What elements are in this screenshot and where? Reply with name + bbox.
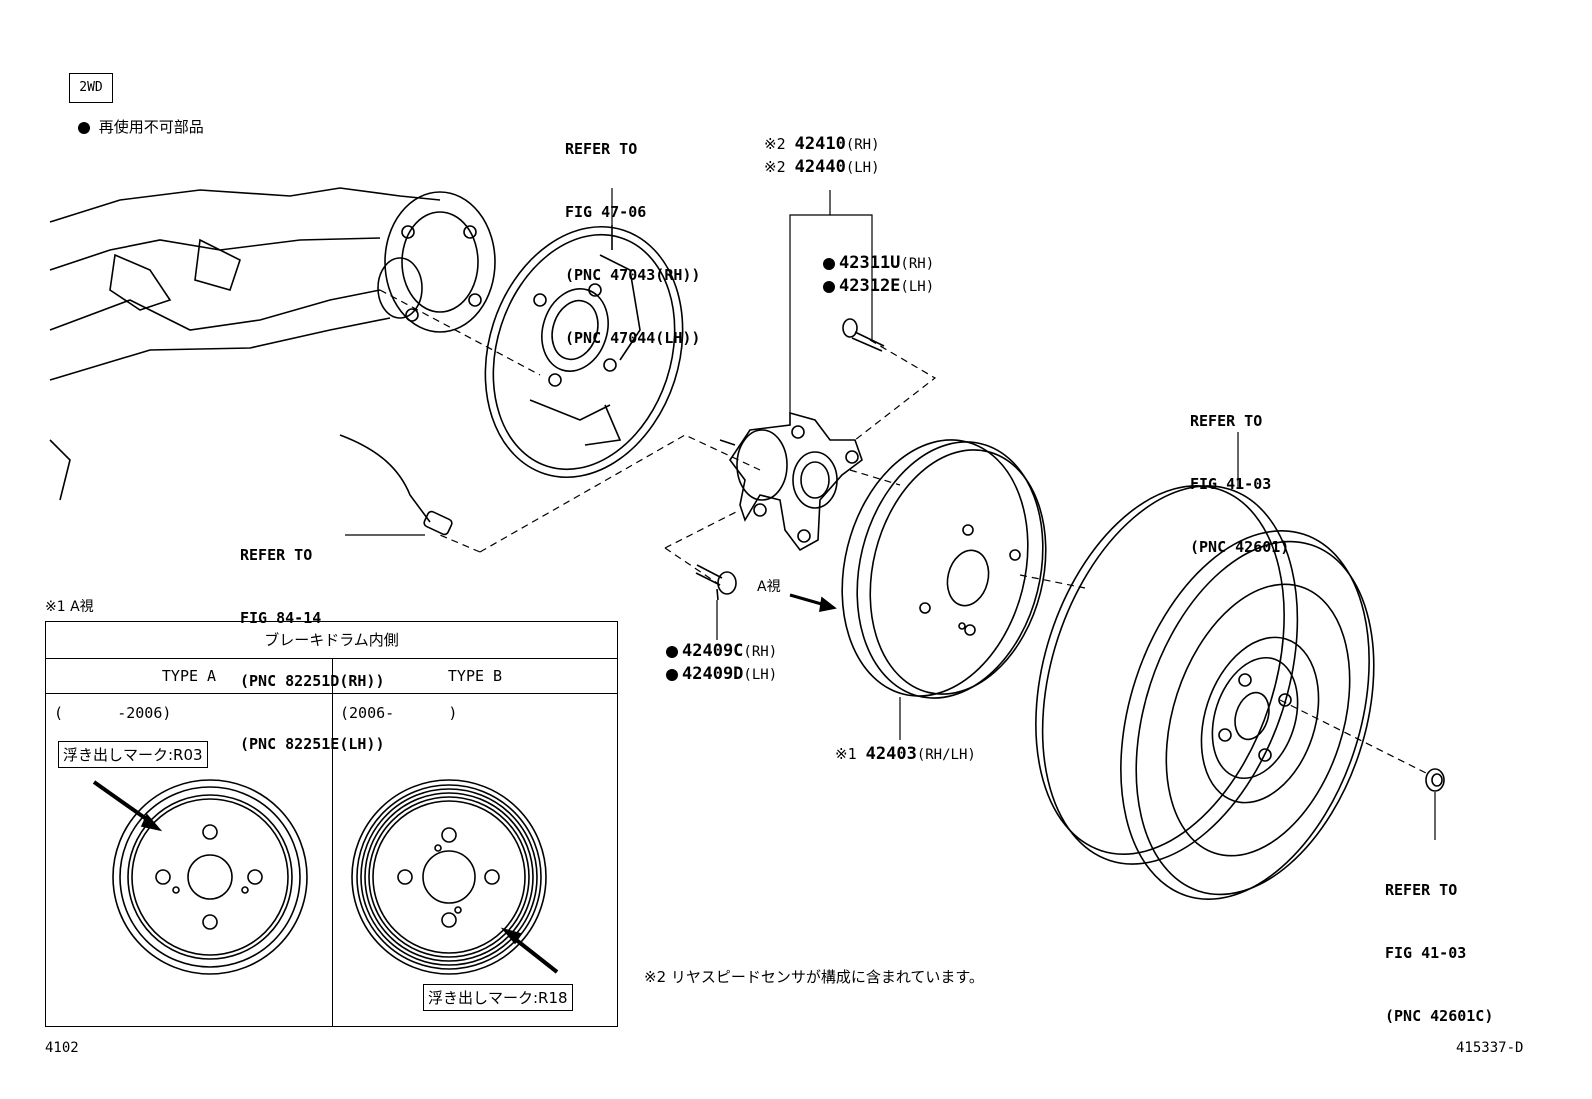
hub-bolt — [842, 318, 885, 352]
part-side: (LH) — [900, 279, 935, 295]
drive-type-tag: 2WD — [69, 73, 113, 103]
part-number: 42440 — [794, 157, 846, 177]
ref-line: FIG 47-06 — [565, 203, 647, 221]
rear-axle-hub — [719, 411, 863, 552]
part-prefix: ※2 — [764, 158, 786, 176]
ref-line: (PNC 47044(LH)) — [565, 329, 701, 347]
ref-line: REFER TO — [240, 546, 313, 564]
ref-line: (PNC 47043(RH)) — [565, 266, 701, 284]
ref-wheel-nut[interactable]: REFER TO FIG 41-03 (PNC 42601C) — [1385, 838, 1493, 1048]
part-number: 42312E — [839, 276, 901, 296]
type-b-header: TYPE B — [332, 658, 618, 694]
page-code-left: 4102 — [45, 1040, 79, 1056]
ref-line: FIG 41-03 — [1190, 475, 1272, 493]
type-b-cell — [332, 693, 618, 1027]
part-bolt-rh[interactable]: 42311U(RH) — [823, 253, 934, 275]
part-prefix: ※2 — [764, 135, 786, 153]
type-a-period: ( -2006) — [54, 704, 172, 722]
illustration-id: 415337-D — [1456, 1040, 1524, 1056]
part-bolt-lh[interactable]: 42312E(LH) — [823, 276, 934, 298]
type-a-header: TYPE A — [45, 658, 333, 694]
part-screw-lh[interactable]: 42409D(LH) — [666, 664, 777, 686]
part-number: 42410 — [794, 134, 846, 154]
type-a-mark-label: 浮き出しマーク:R03 — [58, 741, 208, 768]
non-reusable-dot-icon — [666, 668, 678, 681]
type-b-mark-label: 浮き出しマーク:R18 — [423, 984, 573, 1011]
part-number: 42403 — [865, 744, 917, 764]
inset-title: ブレーキドラム内側 — [45, 621, 618, 659]
leader-lines — [345, 188, 1436, 840]
part-brake-drum[interactable]: ※1 42403(RH/LH) — [835, 744, 976, 766]
part-hub-lh[interactable]: ※2 42440(LH) — [764, 157, 880, 179]
view-a-arrow — [789, 593, 837, 613]
part-number: 42311U — [839, 253, 901, 273]
legend-text: 再使用不可部品 — [98, 118, 204, 136]
wheel-rim — [1035, 485, 1375, 900]
assembly-lines — [379, 289, 1431, 776]
part-prefix: ※1 — [835, 745, 857, 763]
part-number: 42409D — [682, 664, 744, 684]
type-b-period: (2006- ) — [340, 704, 458, 722]
part-side: (LH) — [845, 160, 880, 176]
non-reusable-dot-icon — [823, 280, 835, 293]
drum-set-screw — [695, 564, 737, 601]
ref-wheel[interactable]: REFER TO FIG 41-03 (PNC 42601) — [1190, 369, 1289, 579]
brake-backing-plate — [484, 225, 684, 479]
view-a-label: A視 — [757, 579, 781, 595]
wheel-nut — [1425, 768, 1445, 792]
ref-backing-plate[interactable]: REFER TO FIG 47-06 (PNC 47043(RH)) (PNC … — [565, 97, 700, 370]
ref-line: REFER TO — [565, 140, 638, 158]
non-reusable-dot-icon — [823, 257, 835, 270]
speed-sensor-wire — [339, 434, 453, 536]
part-side: (RH) — [900, 256, 935, 272]
part-side: (LH) — [743, 667, 778, 683]
ref-line: FIG 41-03 — [1385, 944, 1467, 962]
ref-line: REFER TO — [1190, 412, 1263, 430]
ref-line: REFER TO — [1385, 881, 1458, 899]
drum-type-inset: ブレーキドラム内側 TYPE A TYPE B — [45, 621, 618, 1027]
part-number: 42409C — [682, 641, 744, 661]
part-screw-rh[interactable]: 42409C(RH) — [666, 641, 777, 663]
rear-axle-beam — [49, 187, 496, 501]
non-reusable-dot-icon — [666, 645, 678, 658]
part-hub-rh[interactable]: ※2 42410(RH) — [764, 134, 880, 156]
part-side: (RH/LH) — [916, 747, 976, 763]
brake-drum — [841, 439, 1047, 699]
non-reusable-legend: 再使用不可部品 — [78, 117, 204, 138]
non-reusable-dot-icon — [78, 121, 90, 134]
part-side: (RH) — [743, 644, 778, 660]
footnote: ※2 リヤスピードセンサが構成に含まれています。 — [644, 968, 984, 986]
inset-caption: ※1 A視 — [45, 599, 94, 615]
ref-line: (PNC 42601) — [1190, 538, 1290, 556]
part-side: (RH) — [845, 137, 880, 153]
ref-line: (PNC 42601C) — [1385, 1007, 1494, 1025]
